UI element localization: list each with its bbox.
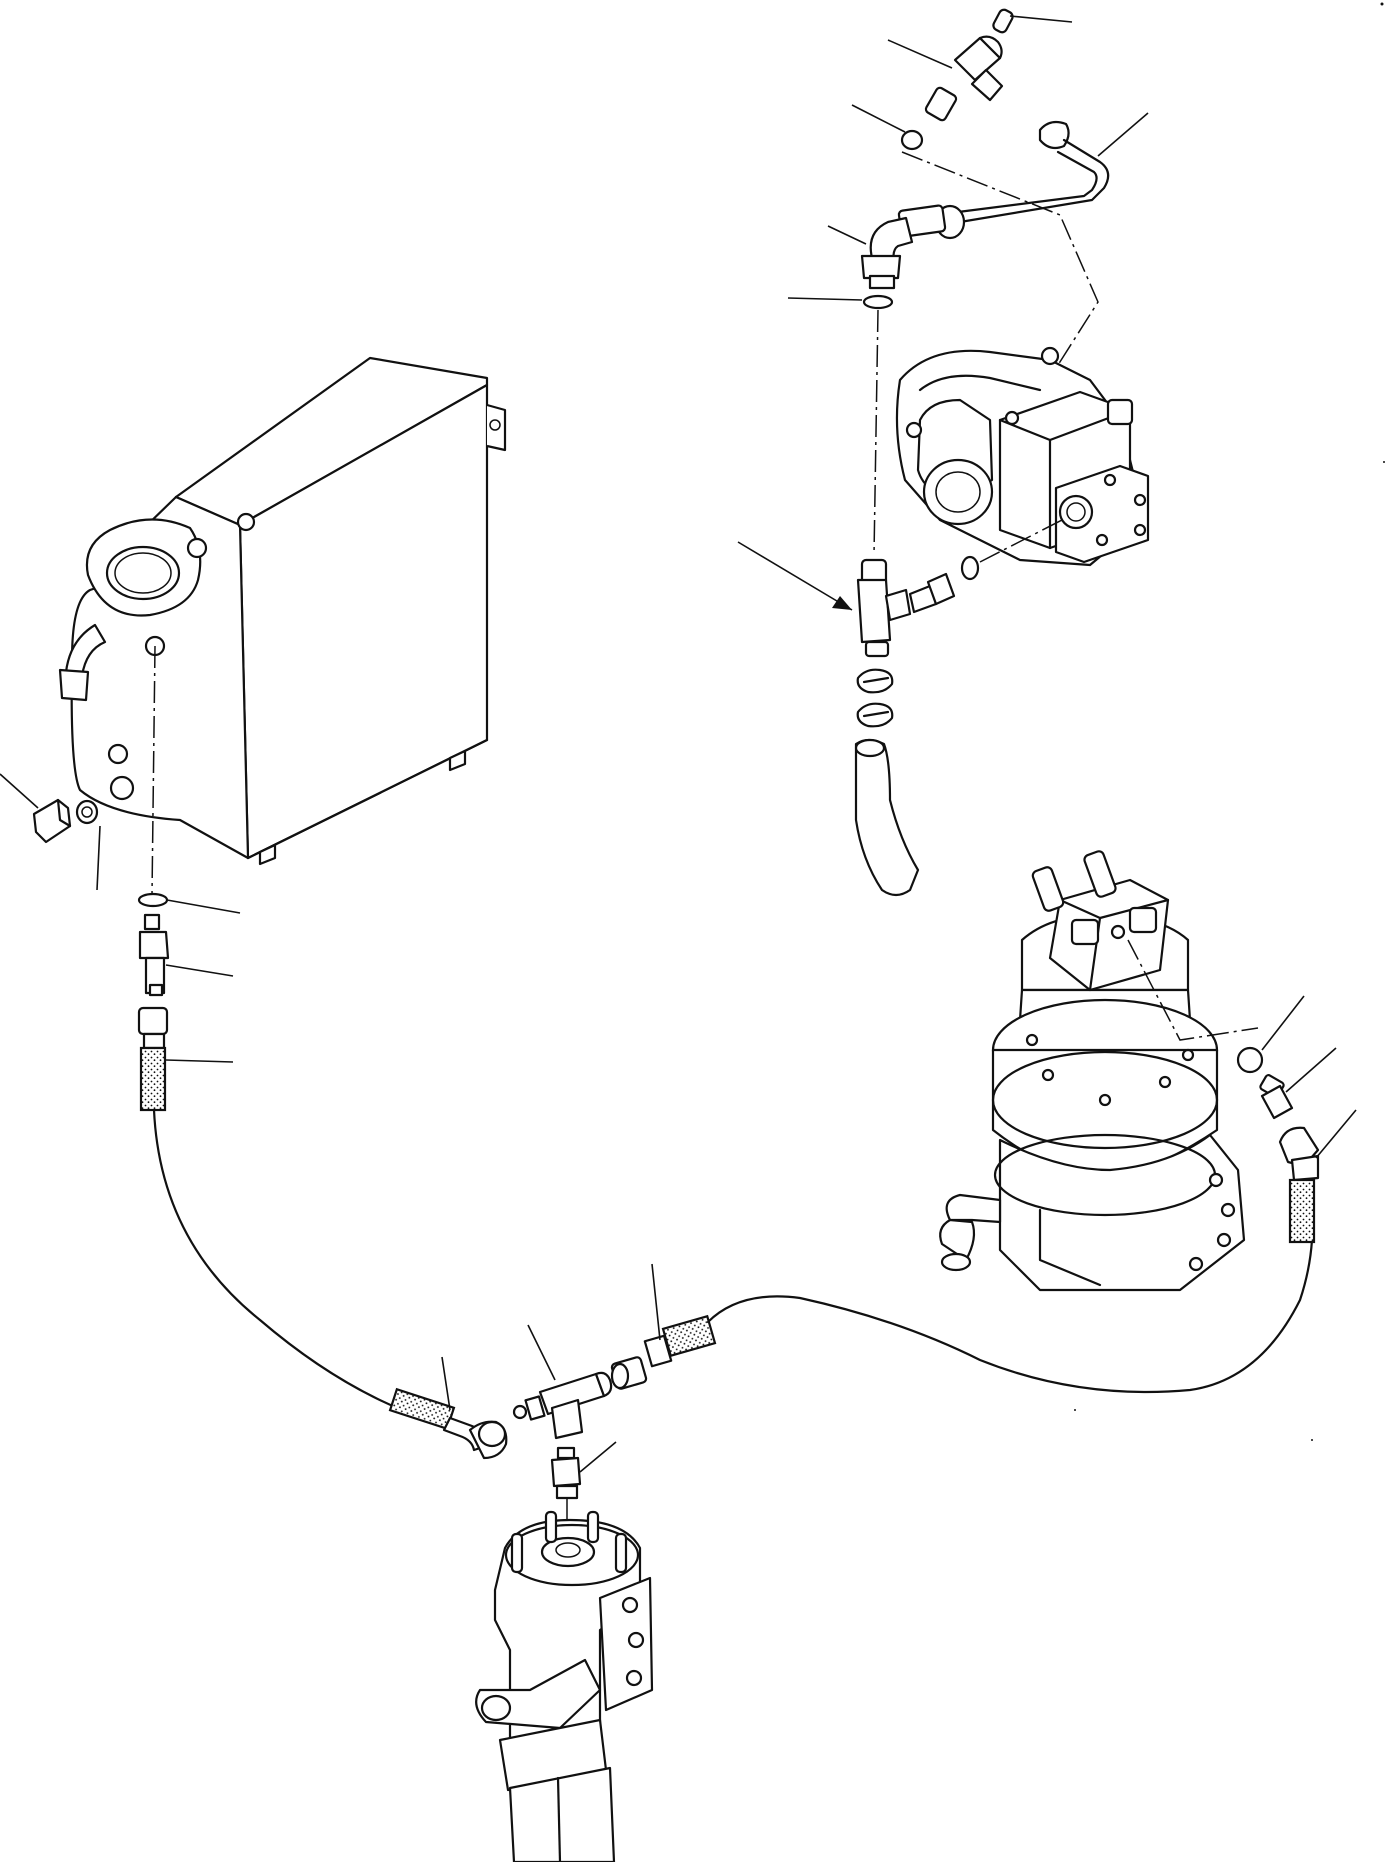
hose-clamp	[856, 668, 894, 728]
nut-fitting	[550, 1446, 582, 1560]
connector-fitting-mid	[908, 519, 1063, 614]
leader-pipe	[1097, 112, 1149, 157]
drain-plug	[32, 798, 72, 844]
leader-tee-top-plug	[1009, 15, 1073, 23]
connector-fitting	[138, 913, 170, 997]
leader-connector-right	[1285, 1047, 1337, 1093]
connector-fitting-right	[610, 1356, 648, 1390]
swing-motor	[939, 850, 1246, 1292]
o-ring-right	[1236, 1046, 1264, 1074]
leader-tee	[527, 1324, 556, 1381]
leader-connector	[165, 964, 234, 977]
return-hose	[854, 738, 920, 897]
leader-o-ring-top-2	[787, 297, 863, 301]
leader-tee-top	[887, 39, 953, 69]
elbow-fitting-top	[860, 216, 914, 290]
leader-elbow	[441, 1356, 451, 1411]
leader-o-ring	[166, 899, 241, 914]
swivel-joint	[475, 1510, 654, 1862]
tee-fitting-mid	[856, 558, 912, 658]
leader-tee-mid	[737, 541, 853, 611]
washer	[75, 799, 99, 825]
leader-washer	[96, 825, 101, 891]
tee-fitting	[512, 1371, 613, 1440]
hydraulic-pump	[895, 346, 1150, 567]
leader-hose-left	[165, 1059, 234, 1063]
leader-o-ring-top	[851, 104, 906, 133]
leader-hose-right	[651, 1263, 661, 1341]
leader-elbow-right	[1315, 1109, 1357, 1159]
elbow-fitting	[388, 1387, 508, 1460]
leader-elbow-top	[827, 225, 867, 245]
tee-fitting-top	[900, 8, 1014, 151]
leader-drain-plug	[0, 773, 39, 809]
oil-cooler-tank	[58, 356, 507, 866]
hose-assembly-right	[643, 1238, 1314, 1394]
cooler-mount-bracket	[486, 403, 507, 452]
elbow-fitting-right	[1278, 1126, 1320, 1244]
leader-nut	[579, 1441, 617, 1473]
hose-assembly	[137, 1006, 404, 1412]
o-ring-top	[862, 294, 894, 310]
connector-fitting-right-2	[1259, 1074, 1294, 1120]
leader-o-ring-right	[1261, 995, 1305, 1051]
o-ring	[137, 892, 169, 908]
steel-pipe	[897, 120, 1110, 240]
